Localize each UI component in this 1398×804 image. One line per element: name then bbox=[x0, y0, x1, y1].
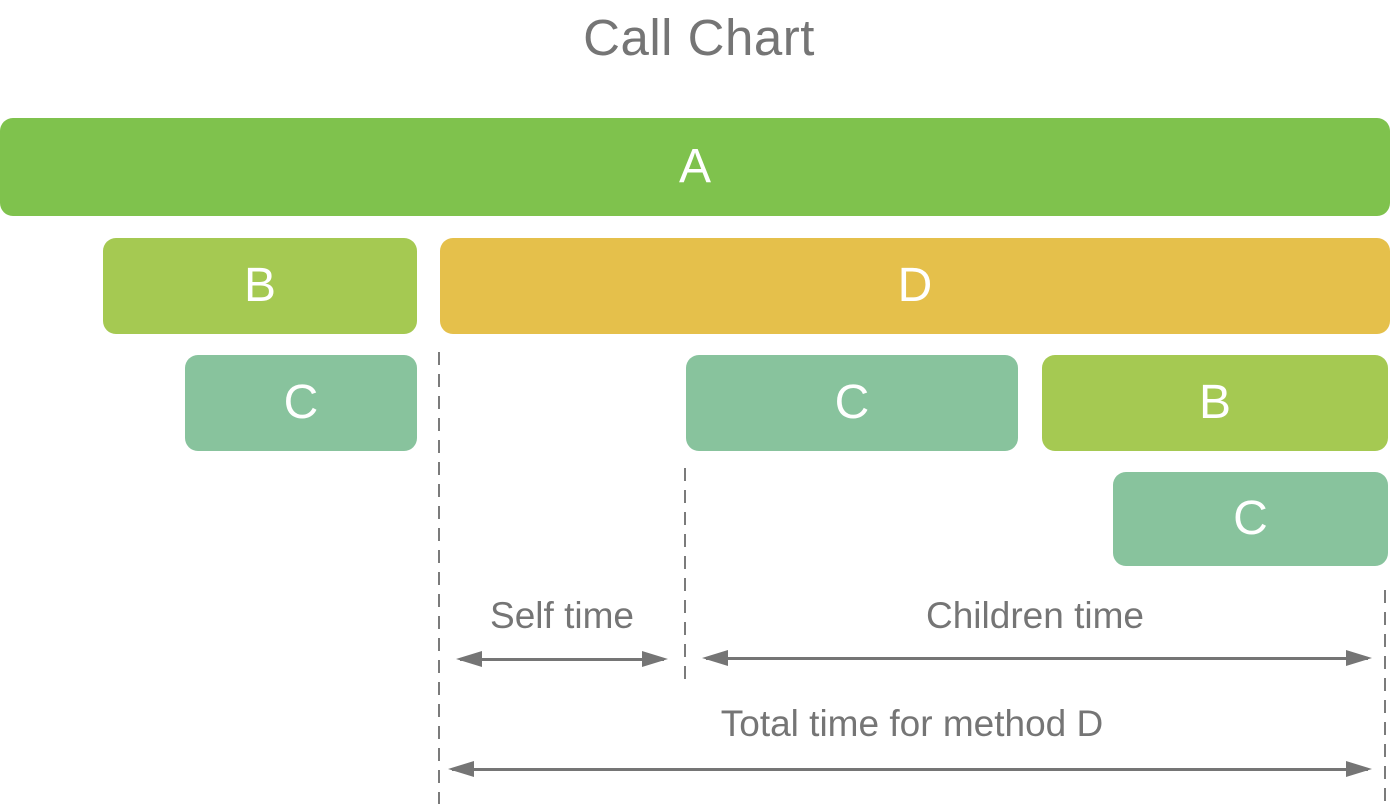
children-time-arrow bbox=[702, 649, 1372, 667]
arrow-line bbox=[706, 656, 1368, 660]
arrowhead-right-icon bbox=[1346, 650, 1372, 666]
arrowhead-right-icon bbox=[642, 651, 668, 667]
call-bar-a-label: A bbox=[678, 140, 711, 193]
arrow-line bbox=[452, 767, 1368, 771]
call-bar-d-label: D bbox=[897, 259, 933, 312]
dashed-line-d-start bbox=[438, 352, 440, 804]
call-bar-c-label: C bbox=[283, 376, 319, 429]
dashed-line-d-end bbox=[1384, 590, 1386, 804]
call-bar-d: D bbox=[440, 238, 1390, 334]
arrow-line bbox=[460, 657, 664, 661]
call-bar-c-under-b: C bbox=[185, 355, 417, 451]
call-bar-c-under-d: C bbox=[686, 355, 1018, 451]
children-time-label: Children time bbox=[926, 595, 1144, 636]
total-time-arrow bbox=[448, 760, 1372, 778]
call-bar-c-label: C bbox=[834, 376, 870, 429]
call-bar-b-under-d: B bbox=[1042, 355, 1388, 451]
self-time-arrow bbox=[456, 650, 668, 668]
call-bar-b: B bbox=[103, 238, 417, 334]
call-bar-b-label: B bbox=[243, 259, 276, 312]
call-bar-b-label: B bbox=[1198, 376, 1231, 429]
call-bar-c-under-nested-b: C bbox=[1113, 472, 1388, 566]
call-bar-a: A bbox=[0, 118, 1390, 216]
call-bar-c-label: C bbox=[1233, 492, 1268, 545]
self-time-label: Self time bbox=[490, 595, 634, 636]
arrowhead-right-icon bbox=[1346, 761, 1372, 777]
dashed-line-children-start bbox=[684, 468, 686, 684]
page-title: Call Chart bbox=[583, 9, 815, 66]
total-time-label: Total time for method D bbox=[720, 703, 1104, 744]
